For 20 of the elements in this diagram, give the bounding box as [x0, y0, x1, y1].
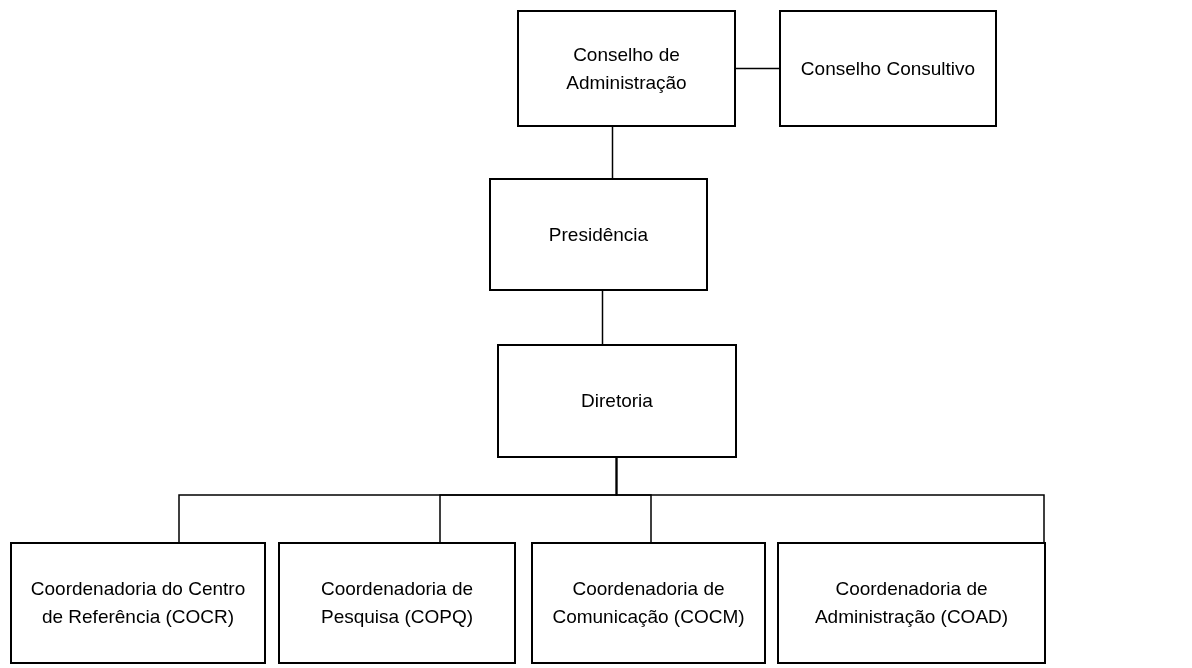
- org-unit-box: [10, 542, 266, 664]
- unit-name: Conselho de Administração: [565, 42, 688, 95]
- unit-name: Coordenadoria de Comunicação (COCM): [551, 577, 746, 629]
- org-unit-box: [278, 542, 516, 664]
- connector-line: [601, 290, 604, 345]
- org-unit-box: [517, 10, 736, 127]
- org-unit-box: [497, 344, 737, 458]
- org-unit-box: [777, 542, 1046, 664]
- org-unit-box: [779, 10, 997, 127]
- unit-name: Coordenadoria de Administração (COAD): [813, 577, 1010, 629]
- org-unit-box: [531, 542, 766, 664]
- unit-name: Conselho Consultivo: [800, 56, 976, 81]
- unit-name: Presidência: [548, 222, 649, 247]
- connector-line: [735, 67, 780, 70]
- unit-name: Coordenadoria do Centro de Referência (COCR): [29, 577, 247, 629]
- unit-name: Diretoria: [581, 389, 653, 414]
- connector-line: [611, 126, 614, 179]
- unit-name: Coordenadoria de Pesquisa (COPQ): [319, 577, 475, 629]
- org-unit-box: [489, 178, 708, 291]
- connector-line: [615, 457, 1045, 543]
